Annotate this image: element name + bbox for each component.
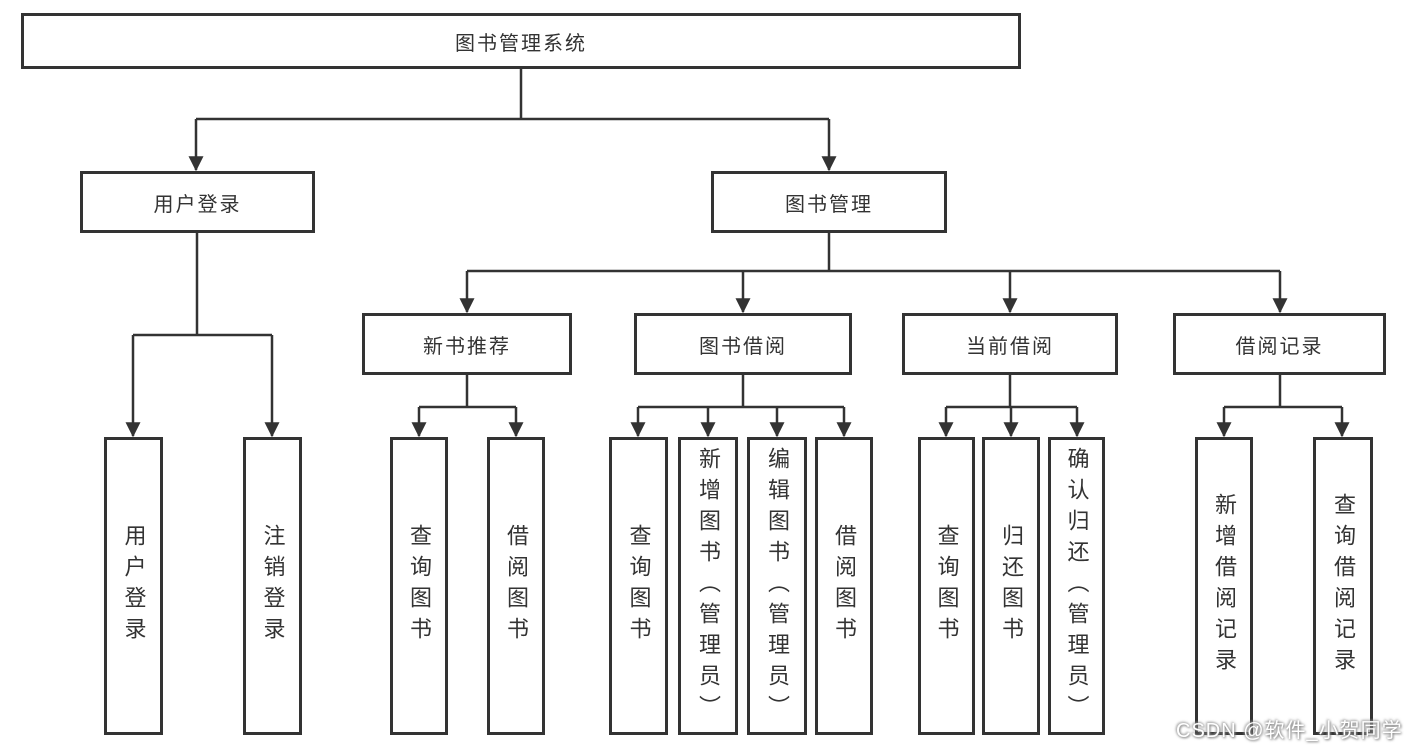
csdn-watermark: CSDN @软件_小贺同学 [1176, 720, 1403, 742]
leaf-add-books-admin: 新增图书（管理员） [678, 437, 738, 735]
node-library-management-system: 图书管理系统 [21, 13, 1021, 69]
leaf-query-books-borrowing: 查询图书 [609, 437, 668, 735]
node-current-borrowing: 当前借阅 [902, 313, 1118, 375]
leaf-user-login: 用户登录 [104, 437, 163, 735]
node-new-book-recommendation: 新书推荐 [362, 313, 572, 375]
node-book-management: 图书管理 [711, 171, 947, 233]
leaf-confirm-return-admin: 确认归还（管理员） [1048, 437, 1105, 735]
leaf-query-books-current: 查询图书 [918, 437, 975, 735]
leaf-query-books-recommendation: 查询图书 [390, 437, 448, 735]
leaf-add-borrow-record: 新增借阅记录 [1195, 437, 1253, 735]
leaf-query-borrow-record: 查询借阅记录 [1313, 437, 1373, 735]
leaf-edit-books-admin: 编辑图书（管理员） [747, 437, 807, 735]
leaf-borrow-books: 借阅图书 [815, 437, 873, 735]
leaf-logout: 注销登录 [243, 437, 302, 735]
node-user-login: 用户登录 [80, 171, 315, 233]
leaf-return-books: 归还图书 [982, 437, 1040, 735]
leaf-borrow-books-recommendation: 借阅图书 [487, 437, 545, 735]
node-borrowing-records: 借阅记录 [1173, 313, 1386, 375]
node-book-borrowing: 图书借阅 [634, 313, 852, 375]
